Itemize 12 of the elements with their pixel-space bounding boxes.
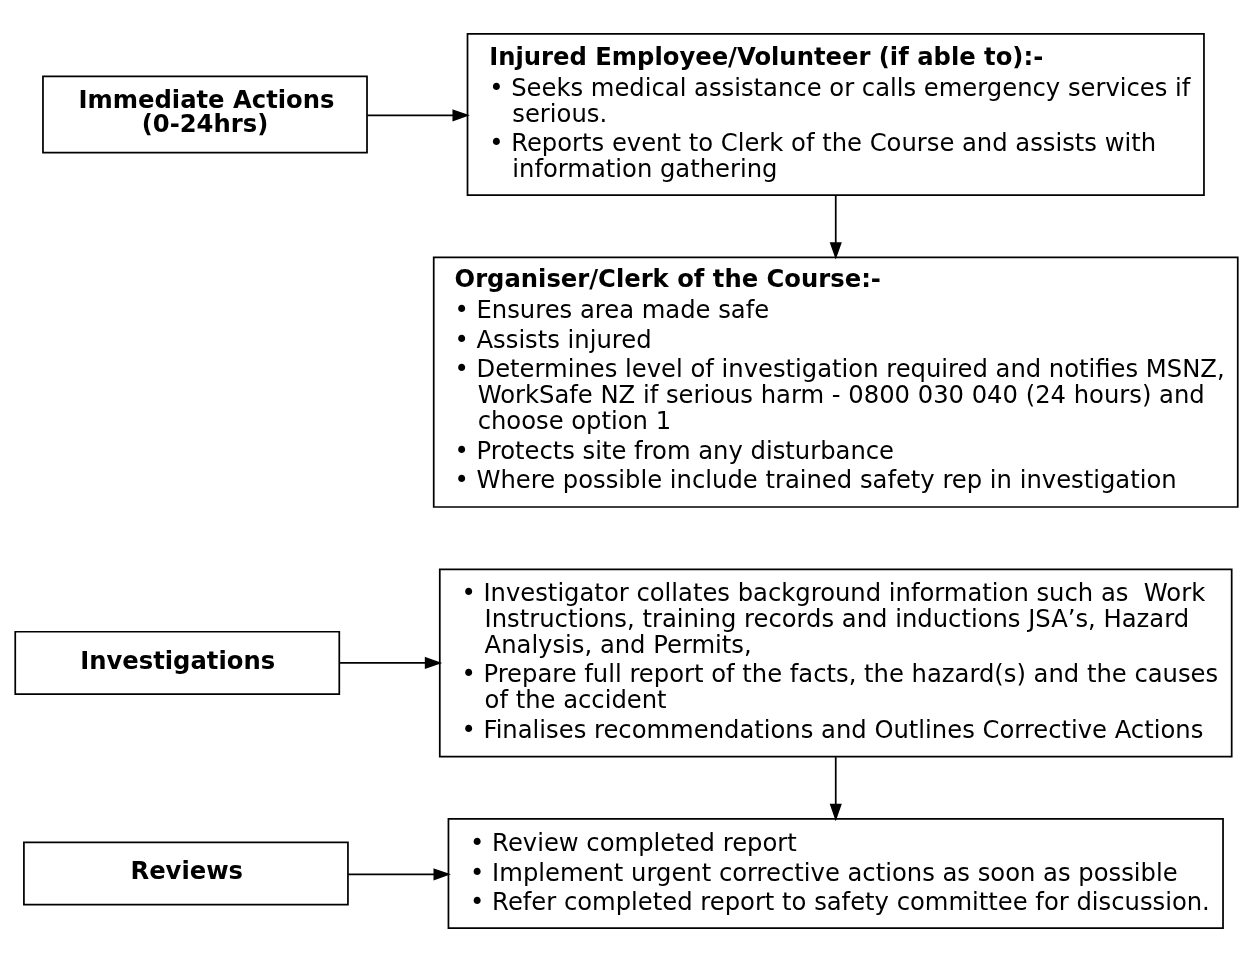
node-box: Reviews bbox=[23, 840, 349, 906]
arrow bbox=[366, 108, 470, 121]
arrow bbox=[339, 656, 443, 669]
node-box: • Review completed report • Implement urgent corrective actions as soon as possible • Refer completed report to safety committee for discussion. bbox=[447, 817, 1224, 929]
arrow bbox=[829, 755, 842, 821]
node-box: • Investigator collates background information such as Work Instructions, training records and inductions JSA’s, Hazard Analysis, and Permits, • Prepare full report of the facts, the hazard(s) and the causes of the accident • Finalises recommendations and Outlines Corrective Actions bbox=[438, 568, 1233, 757]
node-box: Immediate Actions (0-24hrs) bbox=[42, 75, 368, 153]
node-box: Investigations bbox=[14, 630, 341, 695]
node-box: Injured Employee/Volunteer (if able to):- • Seeks medical assistance or calls emergency services if serious. • Reports event to Clerk of the Course and assists with information gathering bbox=[466, 32, 1205, 196]
arrow bbox=[347, 867, 451, 880]
arrow bbox=[829, 194, 842, 260]
node-box: Organiser/Clerk of the Course:- • Ensures area made safe • Assists injured • Determines level of investigation required and notifies MSNZ, WorkSafe NZ if serious harm - 0800 030 040 (24 hours) and choose option 1 • Protects site from any disturbance • Where possible include trained safety rep in investigation bbox=[432, 256, 1239, 508]
